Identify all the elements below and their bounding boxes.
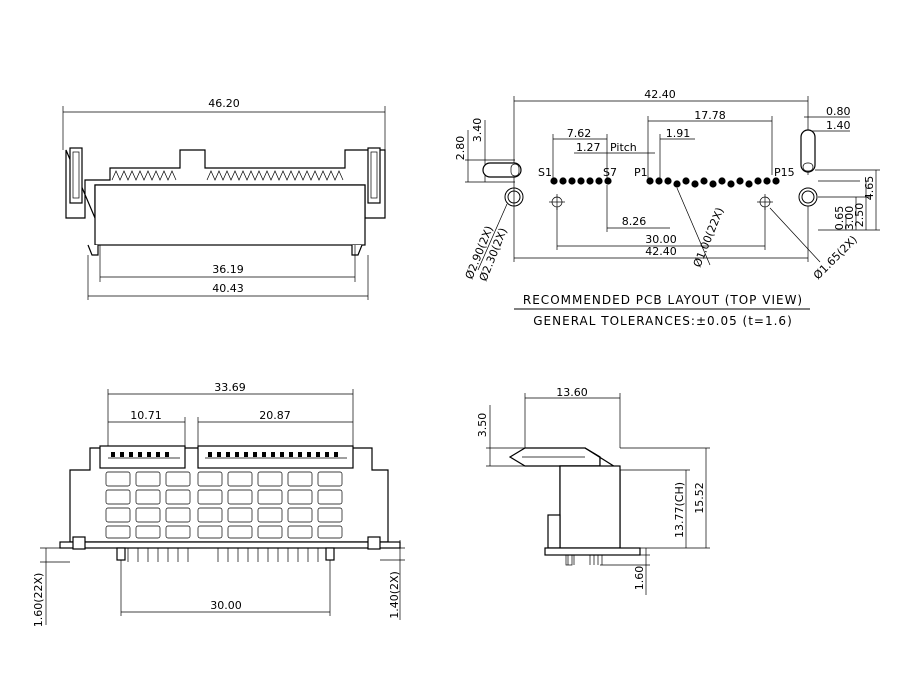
right-465-label: 4.65 <box>863 176 876 201</box>
bottom-contact-row <box>108 452 347 459</box>
front-view: 46.20 36.19 40.43 <box>62 97 386 300</box>
label-s7: S7 <box>603 166 617 179</box>
bottom-pin-length-label: 1.60(22X) <box>32 573 45 628</box>
label-p15: P15 <box>774 166 795 179</box>
label-p1: P1 <box>634 166 648 179</box>
slot-width-label: 0.80 <box>826 105 851 118</box>
center-span-label: 30.00 <box>645 233 677 246</box>
offset-mid-label: 1.91 <box>666 127 691 140</box>
pcb-pin-holes <box>550 177 780 188</box>
pcb-layout-view: 42.40 17.78 7.62 1.91 1.27 Pitch 0.80 1.… <box>454 88 880 328</box>
body-width-label: 36.19 <box>212 263 244 276</box>
left-height-340-label: 3.40 <box>471 118 484 143</box>
overall-width-label: 46.20 <box>208 97 240 110</box>
offset-826-label: 8.26 <box>622 215 647 228</box>
bottom-total-label: 33.69 <box>214 381 246 394</box>
bottom-peg-length-label: 1.40(2X) <box>388 571 401 619</box>
mounting-hole-left <box>504 187 524 207</box>
side-pin-length-label: 1.60 <box>633 566 646 591</box>
left-port-label: 10.71 <box>130 409 162 422</box>
left-height-280-label: 2.80 <box>454 136 467 161</box>
side-height-label: 15.52 <box>693 482 706 514</box>
side-view: 13.60 3.50 15.52 13.77(CH) 1.60 <box>476 386 710 595</box>
bottom-pins <box>127 548 319 562</box>
side-pins <box>565 554 603 566</box>
hole-pin-label: Ø1.00(22X) <box>691 206 727 270</box>
overall-bottom-label: 42.40 <box>645 245 677 258</box>
slot-length-label: 1.40 <box>826 119 851 132</box>
right-250-label: 2.50 <box>853 203 866 228</box>
pcb-layout-title: RECOMMENDED PCB LAYOUT (TOP VIEW) <box>523 293 803 307</box>
tolerance-note: GENERAL TOLERANCES:±0.05 (t=1.6) <box>533 314 793 328</box>
label-s1: S1 <box>538 166 552 179</box>
bottom-cell-grid <box>105 471 343 539</box>
side-top-offset-label: 3.50 <box>476 413 489 438</box>
pitch-label: 1.27 <box>576 141 601 154</box>
side-height-ch-label: 13.77(CH) <box>673 482 686 538</box>
right-300-label: 3.00 <box>843 206 856 231</box>
right-port-label: 20.87 <box>259 409 291 422</box>
pin-span-label: 40.43 <box>212 282 244 295</box>
hole-peg-label: Ø1.65(2X) <box>811 233 860 282</box>
bottom-view: 33.69 10.71 20.87 <box>32 381 405 627</box>
pitch-span-label: 17.78 <box>694 109 726 122</box>
side-depth-label: 13.60 <box>556 386 588 399</box>
pitch-word-label: Pitch <box>610 141 637 154</box>
pcb-overall-top-label: 42.40 <box>644 88 676 101</box>
right-065-label: 0.65 <box>833 206 846 231</box>
peg-span-label: 30.00 <box>210 599 242 612</box>
front-pin-row <box>111 170 344 181</box>
offset-left-label: 7.62 <box>567 127 592 140</box>
